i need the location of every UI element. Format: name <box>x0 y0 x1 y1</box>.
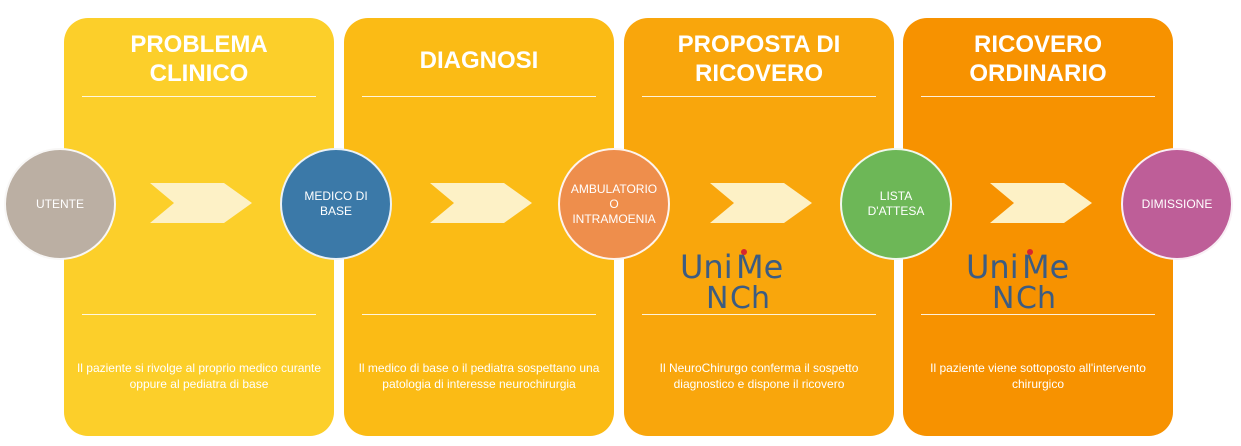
logo-dot <box>1027 249 1033 255</box>
logo-text-line2: N <box>992 281 1014 310</box>
divider <box>362 314 596 315</box>
right-arrow-icon <box>710 183 812 223</box>
unimenCh-logo-icon: Uni Me N Ch <box>966 248 1069 310</box>
right-arrow-icon <box>990 183 1092 223</box>
logo-text-line1: Uni <box>966 248 1019 286</box>
logo-text-line2b: Ch <box>1016 281 1056 310</box>
node-label: MEDICO DI BASE <box>304 189 368 218</box>
divider <box>921 96 1155 97</box>
node-medico-di-base: MEDICO DI BASE <box>280 148 392 260</box>
logo-dot <box>741 249 747 255</box>
divider <box>362 96 596 97</box>
panel-description: Il NeuroChirurgo conferma il sospetto di… <box>659 361 859 391</box>
panel-description: Il paziente si rivolge al proprio medico… <box>76 361 322 391</box>
node-label: AMBULATORIO O INTRAMOENIA <box>570 181 658 226</box>
divider <box>642 96 876 97</box>
node-label: LISTA D'ATTESA <box>867 189 925 218</box>
panel-title: DIAGNOSI <box>419 47 539 74</box>
node-dimissione: DIMISSIONE <box>1121 148 1233 260</box>
divider <box>82 314 316 315</box>
unimenCh-logo-icon: Uni Me N Ch <box>680 248 783 310</box>
node-ambulatorio: AMBULATORIO O INTRAMOENIA <box>558 148 670 260</box>
panel-description: Il paziente viene sottoposto all'interve… <box>930 361 1146 391</box>
node-label: DIMISSIONE <box>1141 196 1213 211</box>
logo-text-line1: Uni <box>680 248 733 286</box>
panel-ricovero-ordinario: RICOVERO ORDINARIO Il paziente viene sot… <box>903 18 1173 436</box>
divider <box>921 314 1155 315</box>
logo-text-line2: N <box>706 281 728 310</box>
right-arrow-icon <box>150 183 252 223</box>
node-label: UTENTE <box>36 196 84 211</box>
divider <box>82 96 316 97</box>
node-lista-d-attesa: LISTA D'ATTESA <box>840 148 952 260</box>
panel-title: PROBLEMA CLINICO <box>130 31 268 87</box>
panel-description: Il medico di base o il pediatra sospetta… <box>358 361 600 391</box>
panel-title: RICOVERO ORDINARIO <box>969 31 1107 87</box>
logo-text-line2b: Ch <box>730 281 770 310</box>
divider <box>642 314 876 315</box>
node-utente: UTENTE <box>4 148 116 260</box>
panel-title: PROPOSTA DI RICOVERO <box>677 31 841 87</box>
right-arrow-icon <box>430 183 532 223</box>
